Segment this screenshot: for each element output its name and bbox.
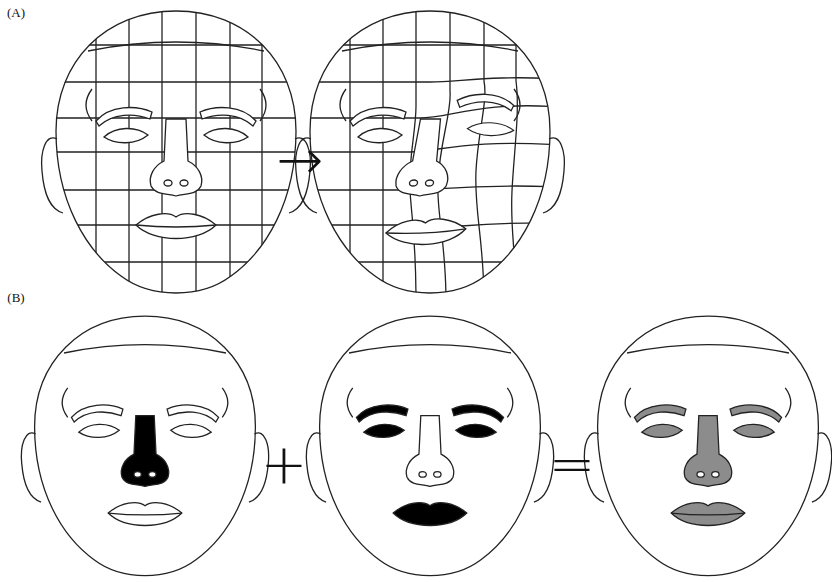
nose-face (21, 316, 268, 575)
face-part (88, 42, 264, 51)
face-part (320, 316, 541, 575)
face-part (42, 138, 63, 213)
face-part (364, 424, 404, 437)
face-part (150, 119, 202, 196)
face-part (457, 92, 514, 114)
face-part (222, 388, 228, 417)
face-part (625, 388, 631, 417)
face-part (812, 433, 832, 502)
face-part (438, 1, 450, 301)
plus-symbol: + (261, 436, 308, 492)
face-part (393, 503, 467, 526)
face-part (164, 180, 172, 186)
face-part (350, 108, 406, 126)
face-part (134, 472, 141, 478)
face-part (167, 405, 219, 422)
face-part (394, 119, 456, 196)
face-part (712, 472, 719, 478)
face-part (108, 513, 182, 515)
face-part (121, 416, 168, 487)
face-part (598, 316, 819, 575)
face-part (697, 472, 704, 478)
face-part (671, 503, 745, 526)
face-part (96, 108, 152, 126)
panel-label: (A) (7, 6, 25, 19)
face-part (86, 89, 92, 121)
face-part (349, 345, 511, 353)
face-part (342, 42, 518, 51)
face-part (634, 405, 686, 422)
face-part (386, 229, 466, 235)
face-part (434, 472, 441, 478)
warped-face (296, 1, 565, 301)
face-part (79, 424, 119, 437)
face-part (64, 345, 226, 353)
face-part (627, 345, 789, 353)
face-part (300, 45, 560, 82)
face-part (543, 138, 564, 213)
face-part (180, 180, 188, 186)
face-part (419, 472, 426, 478)
face-part (476, 1, 485, 301)
face-part (514, 89, 520, 121)
face-part (136, 214, 216, 239)
face-part (456, 424, 496, 437)
gridded-face (42, 1, 311, 301)
face-part (358, 128, 402, 142)
face-part (71, 405, 123, 422)
face-part (306, 433, 326, 502)
face-part (507, 388, 513, 417)
face-part (671, 513, 745, 515)
face-part (350, 1, 383, 301)
face-part (300, 106, 560, 118)
face-part (104, 128, 148, 142)
face-part (385, 218, 466, 247)
arrow-symbol: → (277, 132, 324, 188)
face-part (149, 472, 156, 478)
face-part (512, 1, 518, 301)
face-part (684, 416, 731, 487)
face-part (204, 128, 248, 142)
face-part (785, 388, 791, 417)
face-part (385, 218, 466, 247)
face-part (406, 416, 453, 487)
warped-grid-lines (300, 1, 560, 301)
face-part (347, 388, 353, 417)
face-part (734, 424, 774, 437)
features-face (306, 316, 553, 575)
face-part (21, 433, 41, 502)
face-part (46, 45, 306, 262)
face-part (62, 388, 68, 417)
face-part (394, 119, 456, 196)
face-part (730, 405, 782, 422)
grid-lines (46, 1, 306, 301)
face-part (200, 108, 256, 126)
face-part (260, 89, 266, 121)
face-part (35, 316, 256, 575)
panel-label: (B) (7, 291, 24, 304)
face-part (409, 180, 418, 186)
face-part (340, 89, 346, 121)
face-part (467, 123, 513, 136)
face-part (425, 180, 434, 186)
face-part (642, 424, 682, 437)
face-part (452, 405, 504, 422)
face-part (136, 225, 216, 227)
face-part (108, 503, 182, 526)
combined-face (584, 316, 831, 575)
face-part (356, 405, 408, 422)
face-part (171, 424, 211, 437)
equals-symbol: = (549, 436, 596, 492)
